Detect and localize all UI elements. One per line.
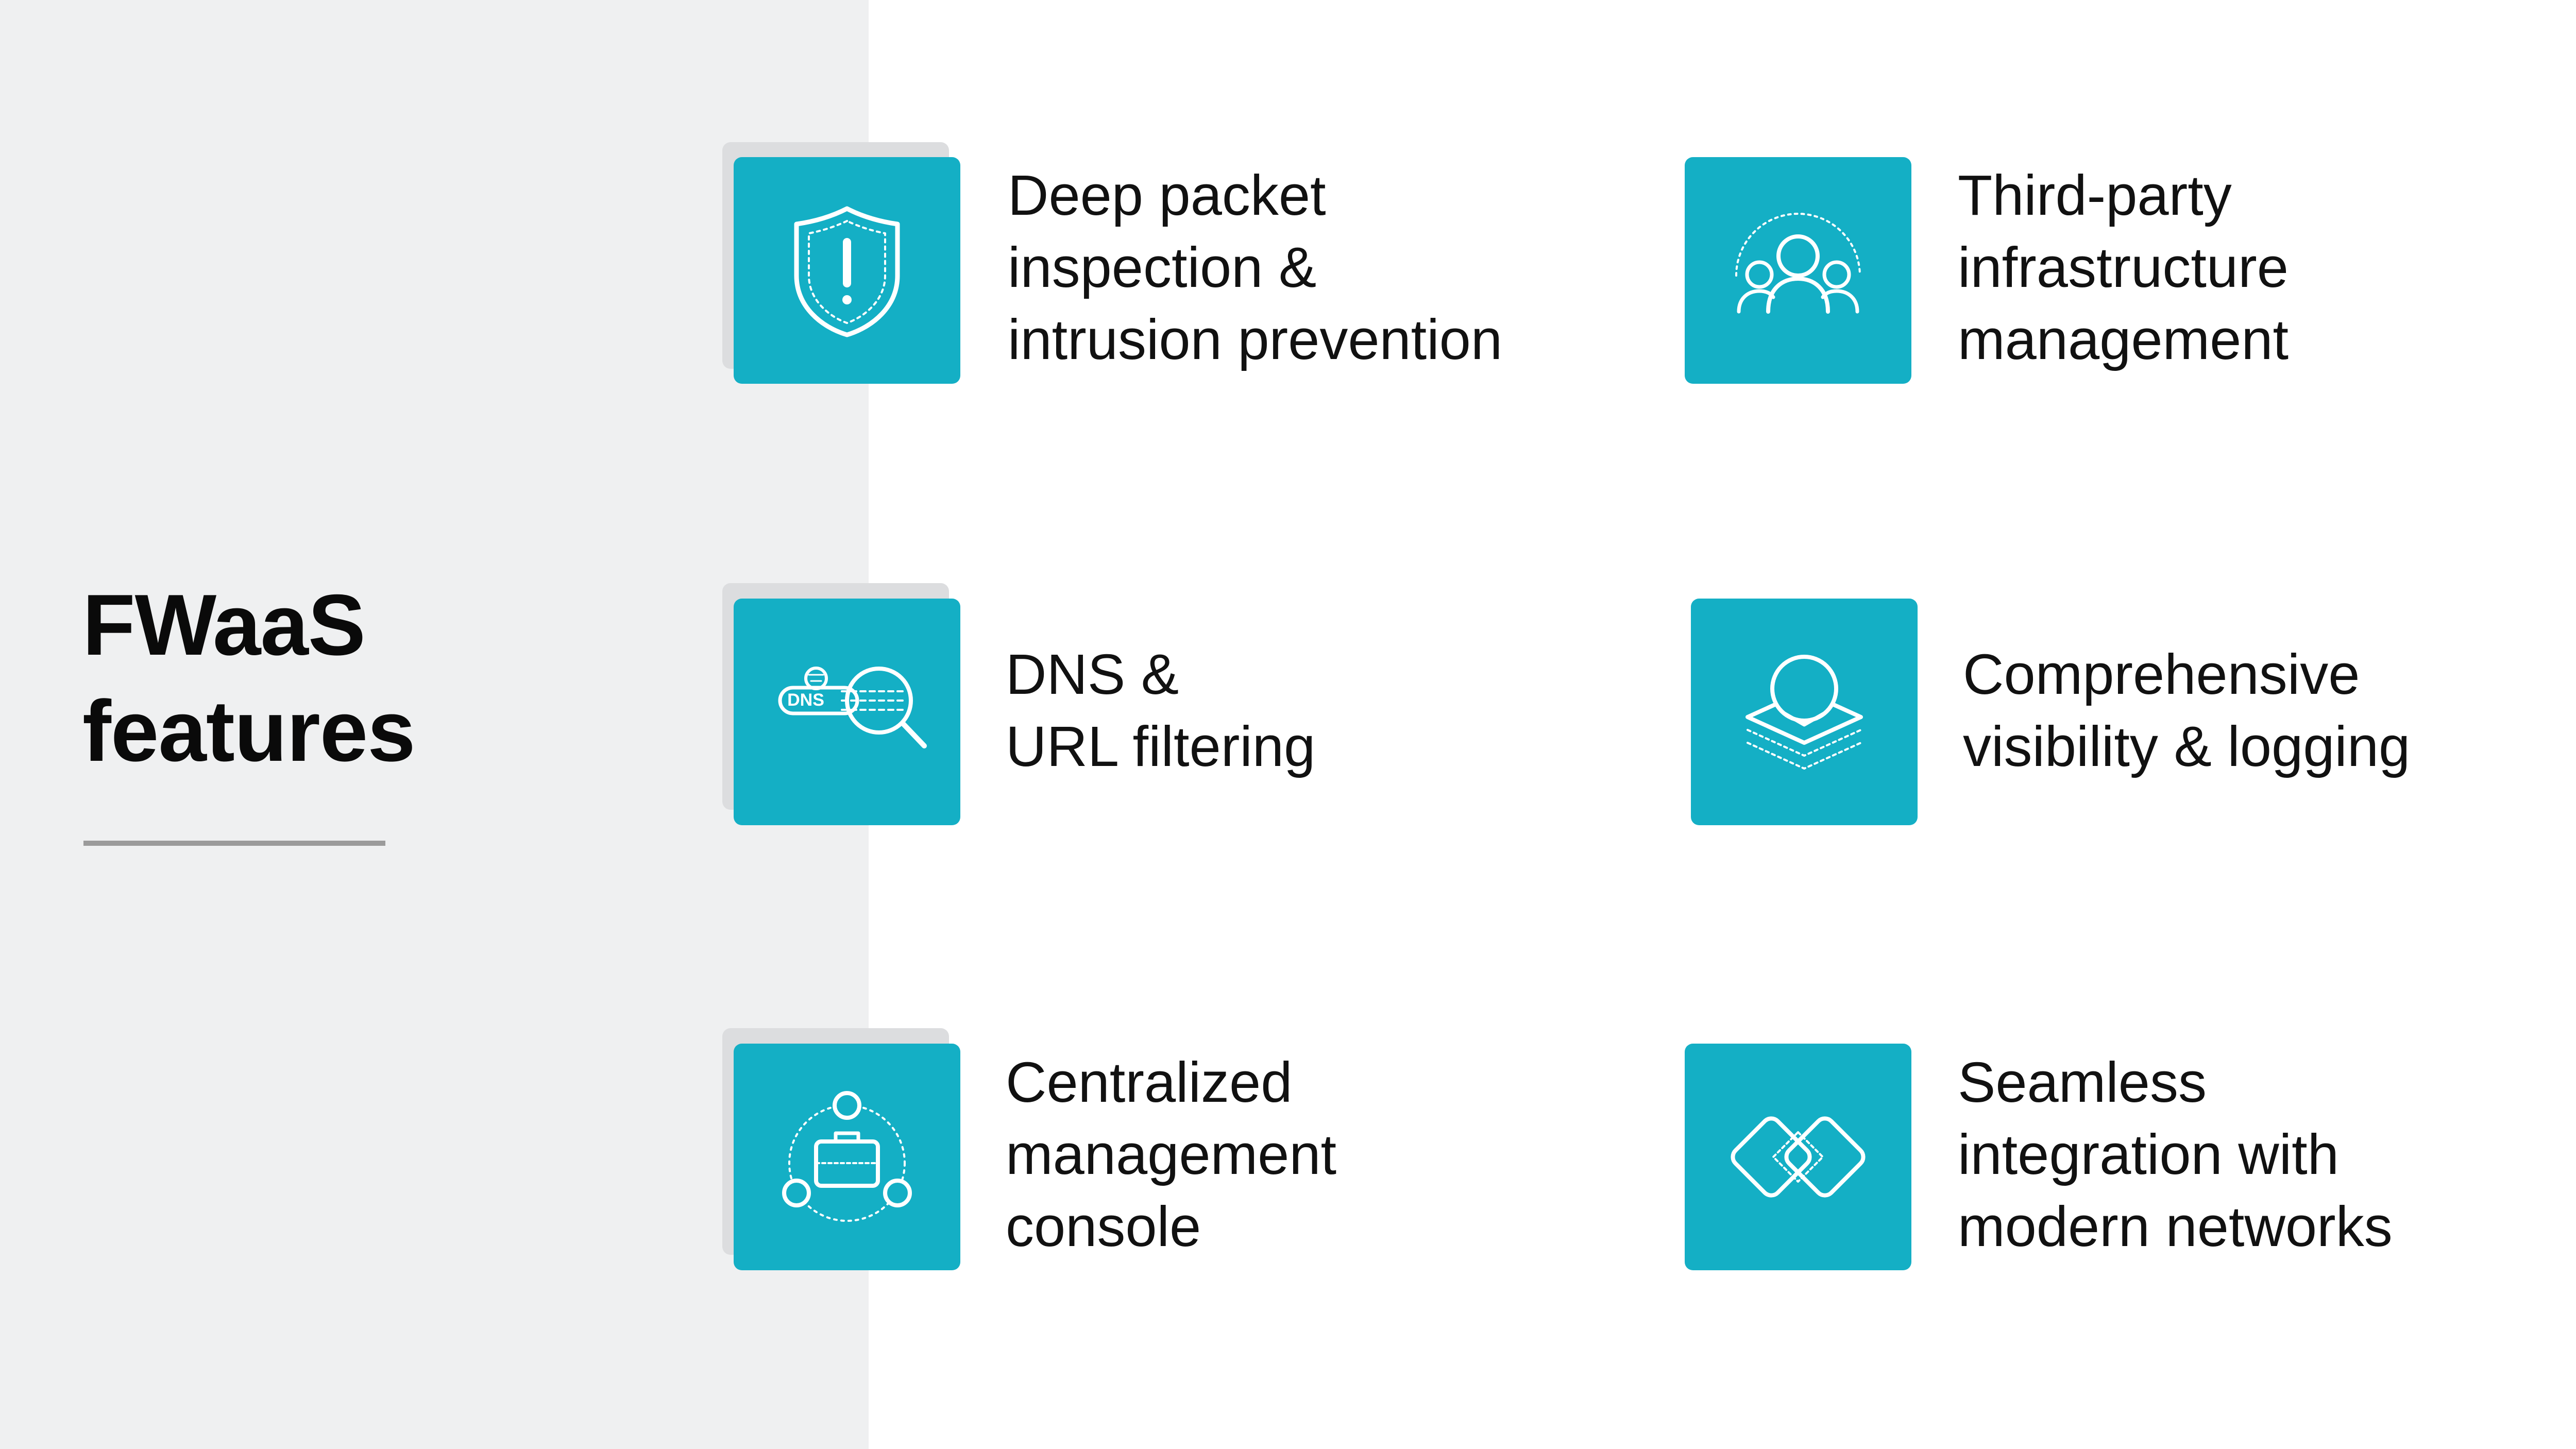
feature-line: Seamless (1958, 1051, 2207, 1114)
feature-label-deep-packet: Deep packet inspection & intrusion preve… (1008, 160, 1502, 376)
feature-line: console (1006, 1195, 1201, 1258)
feature-tile-third-party (1685, 157, 1911, 384)
feature-tile-centralized (734, 1044, 960, 1270)
layers-search-icon (1745, 655, 1863, 770)
title-line-1: FWaaS (82, 576, 366, 673)
feature-line: modern networks (1958, 1195, 2393, 1258)
feature-label-visibility: Comprehensive visibility & logging (1963, 639, 2410, 783)
linked-diamonds-icon (1731, 1116, 1866, 1198)
feature-line: Third-party (1958, 164, 2232, 227)
feature-line: DNS & (1006, 643, 1179, 706)
dns-icon-text: DNS (787, 690, 824, 710)
feature-label-third-party: Third-party infrastructure management (1958, 160, 2289, 376)
page-title: FWaaS features (82, 572, 416, 784)
feature-line: intrusion prevention (1008, 308, 1503, 371)
feature-line: management (1006, 1123, 1337, 1186)
dns-search-icon: DNS (778, 667, 927, 748)
users-group-icon (1735, 213, 1861, 314)
title-line-2: features (82, 683, 416, 779)
feature-line: management (1958, 308, 2289, 371)
briefcase-network-icon (782, 1091, 912, 1222)
feature-tile-seamless (1685, 1044, 1911, 1270)
feature-line: Centralized (1006, 1051, 1293, 1114)
feature-line: integration with (1958, 1123, 2339, 1186)
feature-label-seamless: Seamless integration with modern network… (1958, 1047, 2393, 1263)
feature-label-dns: DNS & URL filtering (1006, 639, 1315, 783)
feature-line: visibility & logging (1963, 715, 2411, 778)
feature-line: inspection & (1008, 236, 1317, 299)
feature-line: Deep packet (1008, 164, 1326, 227)
feature-line: URL filtering (1006, 715, 1316, 778)
feature-line: infrastructure (1958, 236, 2289, 299)
feature-tile-deep-packet (734, 157, 960, 384)
title-divider (83, 841, 385, 846)
feature-label-centralized: Centralized management console (1006, 1047, 1336, 1263)
feature-line: Comprehensive (1963, 643, 2360, 706)
shield-alert-icon (794, 206, 900, 337)
feature-tile-dns: DNS (734, 599, 960, 825)
feature-tile-visibility (1691, 599, 1918, 825)
